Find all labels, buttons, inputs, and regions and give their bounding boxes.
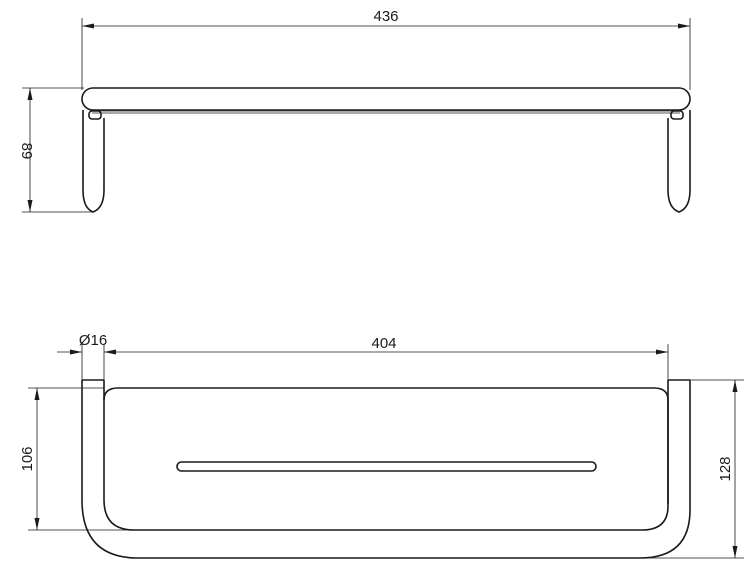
- dimension-overall-depth-128: 128: [640, 379, 744, 559]
- bracket-left: [88, 110, 102, 120]
- shelf-bar: [81, 87, 691, 111]
- frame-outer: [81, 380, 691, 559]
- drain-slot: [176, 461, 597, 472]
- dimension-label-height: 89: [18, 143, 35, 160]
- plan-view: Ø16 404 106: [19, 332, 744, 559]
- leg-left: [82, 110, 105, 213]
- front-view: 436 89: [18, 8, 691, 213]
- leg-right: [667, 110, 691, 213]
- dimension-label-tray-depth: 106: [19, 446, 36, 471]
- dimension-label-inner-width: 404: [371, 335, 396, 352]
- tray: [103, 387, 669, 531]
- dimension-tube-diameter: Ø16: [57, 332, 116, 380]
- dimension-inner-width-404: 404: [104, 335, 669, 380]
- frame-inner-left: [103, 380, 135, 531]
- dimension-tray-depth-106: 106: [19, 387, 134, 531]
- dimension-label-diameter: Ø16: [79, 332, 107, 349]
- dimension-width-436: 436: [81, 8, 691, 90]
- dimension-label-width: 436: [373, 8, 398, 25]
- bracket-right: [670, 110, 684, 120]
- dimension-label-overall-depth: 128: [717, 456, 734, 481]
- dimension-height-89: 89: [18, 87, 93, 213]
